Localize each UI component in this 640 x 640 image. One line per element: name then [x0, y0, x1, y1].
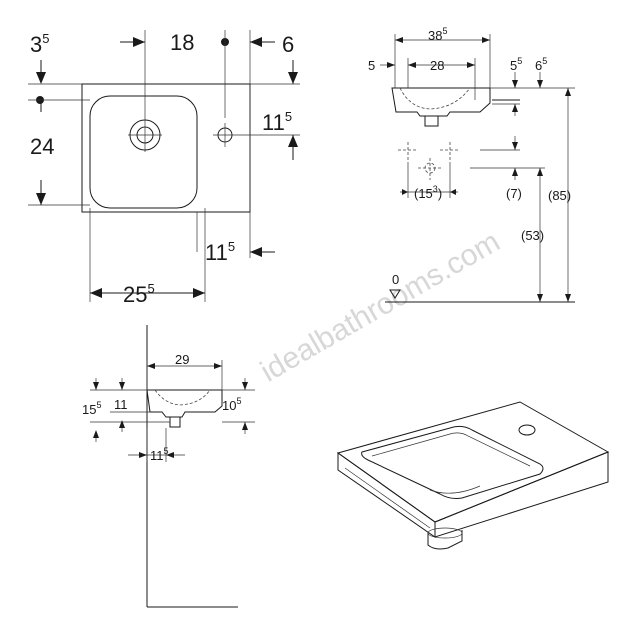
- dim-15-5-label: 155: [82, 400, 101, 417]
- top-view-bowl: [89, 95, 198, 209]
- dim-5-label: 5: [368, 58, 375, 73]
- dim-24-label: 24: [30, 134, 54, 159]
- dim-25-5-label: 255: [123, 281, 155, 307]
- dim-5-5-label: 55: [510, 56, 522, 73]
- top-view: 35 18 6 24 115 115 255: [28, 30, 300, 307]
- dim-53-label: (53): [521, 228, 544, 243]
- iso-front-face: [434, 451, 609, 538]
- dim-10-5-label: 105: [222, 396, 241, 413]
- floor-level-label: 0: [392, 272, 399, 287]
- dim-11-5-bottom-label: 115: [205, 239, 235, 265]
- dim-6-label: 6: [282, 32, 294, 57]
- iso-waste-pipe: [427, 530, 463, 550]
- watermark-text: idealbathrooms.com: [255, 225, 505, 389]
- dim-7-label: (7): [506, 186, 522, 201]
- dim-38-5-label: 385: [428, 26, 447, 43]
- dim-15-3-label: (153): [414, 184, 442, 201]
- dim-11-5-label: 115: [150, 446, 169, 463]
- iso-bowl: [361, 425, 544, 499]
- dim-18-label: 18: [170, 30, 194, 55]
- side-view-basin-profile: [146, 389, 223, 418]
- dim-11-5-right-label: 115: [262, 109, 292, 135]
- dim-6-5-label: 65: [535, 56, 547, 73]
- front-view-basin-profile: [391, 87, 491, 117]
- dim-28-label: 28: [430, 58, 444, 73]
- dim-11-label: 11: [114, 397, 128, 412]
- dim-3-5-label: 35: [30, 31, 49, 57]
- side-view: 29 155 11 105 115: [82, 325, 255, 608]
- front-view: 385 5 28 55 65 (153) (7) (85) (53) 0: [368, 26, 575, 303]
- front-view-waste: [424, 116, 439, 127]
- iso-tap-hole-icon: [518, 424, 536, 436]
- iso-top-face: [336, 401, 610, 523]
- dim-29-label: 29: [175, 352, 189, 367]
- dim-85-label: (85): [548, 188, 571, 203]
- isometric-view: [336, 401, 610, 550]
- floor-level-icon: [389, 289, 401, 299]
- iso-left-face: [337, 452, 436, 538]
- side-view-waste: [169, 417, 181, 428]
